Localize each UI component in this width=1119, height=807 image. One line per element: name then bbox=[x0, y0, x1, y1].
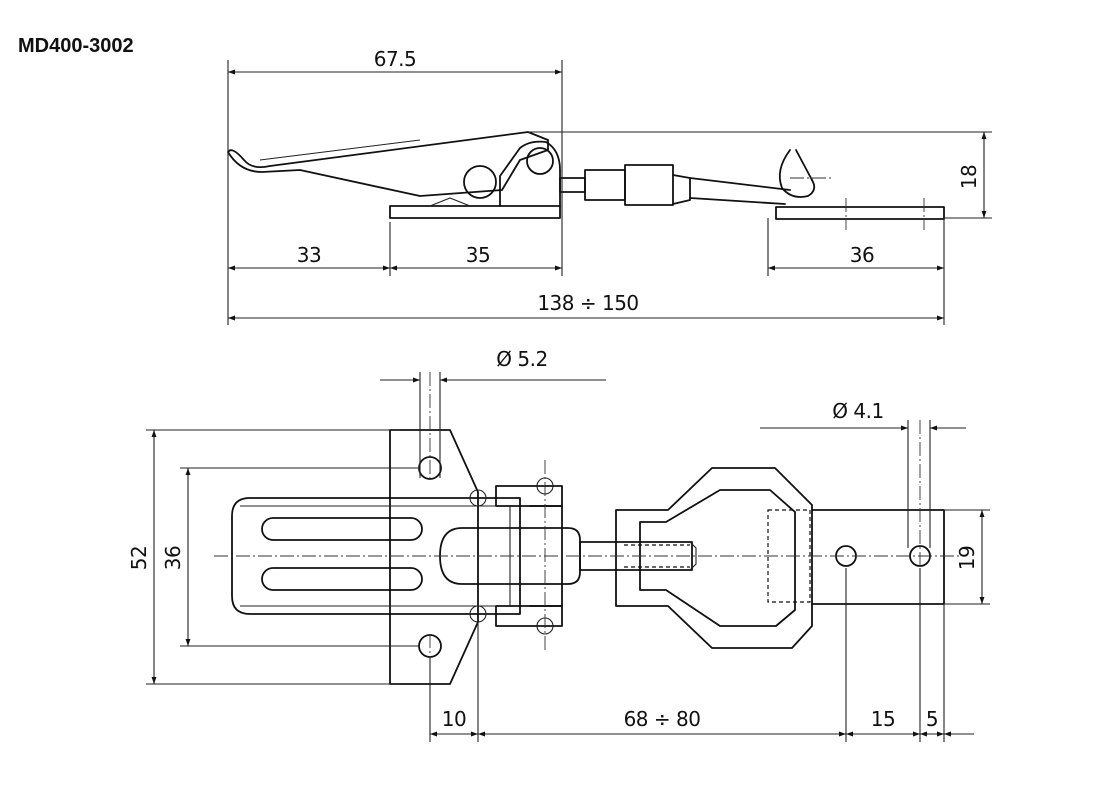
dim-overall: 138 ÷ 150 bbox=[537, 291, 638, 315]
keeper-hook bbox=[778, 149, 816, 198]
adjust-nut bbox=[584, 169, 626, 201]
hinge-block-bottom bbox=[495, 605, 563, 627]
lever-pin bbox=[463, 165, 497, 199]
lever-slot-top bbox=[261, 517, 423, 541]
dim-keeper-edge: 5 bbox=[926, 707, 938, 731]
keeper-strap bbox=[811, 509, 945, 605]
dim-keeper-width: 19 bbox=[955, 546, 979, 570]
dim-keeper-hole-pitch: 15 bbox=[871, 707, 895, 731]
dim-right-plate: 36 bbox=[850, 243, 874, 267]
dim-left-offset: 33 bbox=[297, 243, 321, 267]
base-plate bbox=[389, 205, 561, 219]
lever-slot-bottom bbox=[261, 567, 423, 591]
side-view: 67.5 33 35 36 138 ÷ 150 18 bbox=[227, 47, 992, 325]
dim-height: 18 bbox=[957, 165, 981, 189]
pivot-pin bbox=[526, 147, 554, 175]
dim-overall-width: 52 bbox=[127, 546, 151, 570]
hinge-bracket bbox=[499, 140, 561, 207]
plan-view: Ø 5.2 Ø 4.1 52 36 19 10 68 ÷ 80 15 5 bbox=[127, 347, 990, 742]
dim-adjust-range: 68 ÷ 80 bbox=[624, 707, 701, 731]
drawing-title: MD400-3002 bbox=[18, 35, 134, 57]
yoke-loop bbox=[615, 467, 813, 649]
dim-keeper-hole-diameter: Ø 4.1 bbox=[832, 399, 883, 423]
dim-top-length: 67.5 bbox=[374, 47, 417, 71]
pivot-nose bbox=[439, 527, 581, 585]
lever-body bbox=[231, 497, 521, 615]
dim-hole-diameter: Ø 5.2 bbox=[496, 347, 547, 371]
dim-base-length: 35 bbox=[466, 243, 490, 267]
hinge-block-top bbox=[495, 485, 563, 507]
hook-wire bbox=[689, 177, 791, 205]
dim-hole-spacing: 36 bbox=[161, 546, 185, 570]
dim-hole-to-pivot: 10 bbox=[442, 707, 466, 731]
lever-arm bbox=[227, 131, 549, 197]
keeper-plate bbox=[775, 206, 945, 220]
